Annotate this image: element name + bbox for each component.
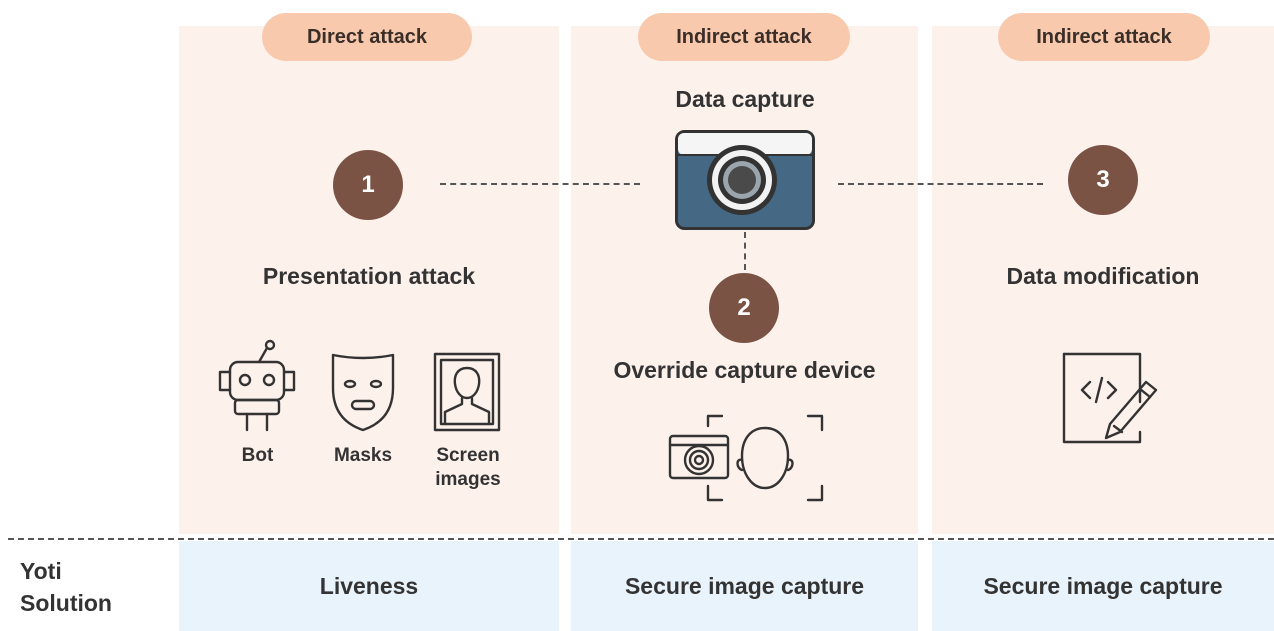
data-modification-heading: Data modification	[1006, 263, 1200, 289]
yoti-solution-label: Yoti Solution	[20, 558, 112, 616]
attack-type-pill: Direct attack	[262, 13, 472, 61]
solution-cell-secure-capture: Secure image capture	[571, 541, 918, 631]
connector-capture-3	[838, 183, 1043, 185]
bot-icon	[218, 339, 296, 432]
solution-cell-secure-capture: Secure image capture	[932, 541, 1274, 631]
solution-cell-liveness: Liveness	[179, 541, 559, 631]
data-capture-heading: Data capture	[675, 86, 815, 112]
connector-1-capture	[440, 183, 640, 185]
screen-images-label: Screen images	[435, 445, 501, 490]
step-2-badge: 2	[709, 273, 779, 343]
solution-divider	[8, 538, 1274, 540]
connector-capture-2	[744, 232, 746, 270]
bot-label: Bot	[241, 445, 274, 466]
column-direct-attack	[179, 26, 559, 534]
step-3-badge: 3	[1068, 145, 1138, 215]
override-capture-device-heading: Override capture device	[613, 357, 876, 383]
masks-label: Masks	[333, 445, 393, 466]
step-1-badge: 1	[333, 150, 403, 220]
attack-type-pill: Indirect attack	[638, 13, 850, 61]
column-indirect-attack-modification	[932, 26, 1274, 534]
camera-icon	[675, 130, 815, 230]
camera-face-override-icon	[668, 414, 824, 502]
presentation-attack-heading: Presentation attack	[262, 263, 476, 289]
attack-type-pill: Indirect attack	[998, 13, 1210, 61]
mask-icon	[331, 353, 395, 432]
code-edit-icon	[1062, 352, 1158, 444]
screen-image-icon	[433, 352, 501, 432]
